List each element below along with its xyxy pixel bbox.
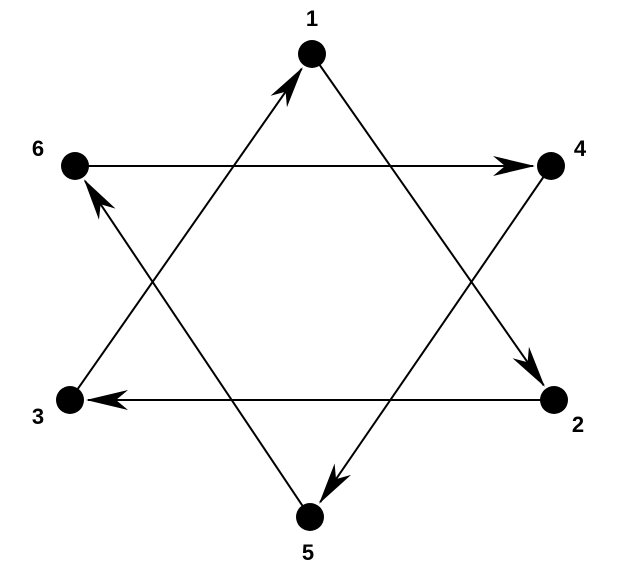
node-5: [296, 503, 324, 531]
node-6: [61, 152, 89, 180]
node-label-3: 3: [32, 404, 44, 429]
arrowhead-icon: [83, 179, 116, 220]
arrowhead-icon: [512, 346, 545, 387]
edge-2-to-3: [86, 390, 554, 410]
node-label-1: 1: [306, 6, 318, 31]
edge-1-to-2: [311, 53, 545, 387]
node-label-2: 2: [572, 412, 584, 437]
node-2: [540, 386, 568, 414]
node-label-5: 5: [302, 540, 314, 564]
node-1: [298, 40, 326, 68]
edge-line: [69, 68, 303, 401]
arrowhead-icon: [270, 67, 303, 108]
edge-4-to-5: [319, 165, 552, 504]
arrowhead-icon: [86, 390, 128, 410]
edge-line: [319, 165, 552, 503]
edge-line: [84, 180, 311, 518]
edge-3-to-1: [69, 67, 303, 401]
edge-6-to-4: [75, 156, 535, 176]
edge-line: [311, 53, 545, 386]
node-4: [537, 152, 565, 180]
node-label-6: 6: [32, 136, 44, 161]
edge-5-to-6: [83, 179, 311, 518]
edges-layer: [69, 53, 554, 518]
arrowhead-icon: [493, 156, 535, 176]
node-label-4: 4: [574, 136, 587, 161]
labels-layer: 1 2 3 4 5 6: [32, 6, 587, 564]
arrowhead-icon: [319, 463, 352, 504]
node-3: [56, 386, 84, 414]
nodes-layer: [56, 40, 568, 531]
